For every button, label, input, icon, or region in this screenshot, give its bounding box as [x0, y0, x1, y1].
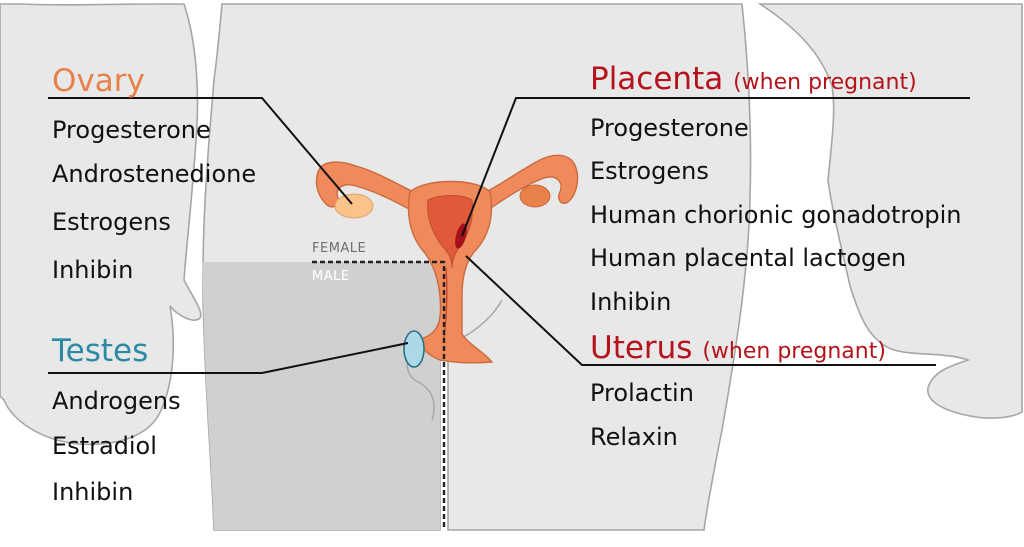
female-label: FEMALE	[312, 241, 367, 256]
testes-leader-line	[48, 342, 409, 374]
placenta-qualifier: (when pregnant)	[733, 70, 917, 95]
placenta-hormone: Progesterone	[590, 114, 749, 142]
placenta-hormone: Human chorionic gonadotropin	[590, 201, 962, 229]
uterus-leader-line	[465, 255, 936, 366]
uterus-name: Uterus	[590, 330, 693, 366]
ovary-left	[334, 193, 374, 219]
placenta-title: Placenta (when pregnant)	[590, 64, 917, 95]
testis	[403, 330, 425, 368]
placenta-name: Placenta	[590, 61, 724, 97]
uterus-hormone: Prolactin	[590, 379, 694, 407]
female-male-divider	[312, 260, 446, 530]
ovary-hormone: Estrogens	[52, 208, 171, 236]
placenta-hormone: Estrogens	[590, 157, 709, 185]
ovary-hormone: Progesterone	[52, 116, 211, 144]
placenta-hormone: Inhibin	[590, 288, 672, 316]
uterus-cavity	[427, 195, 473, 269]
testes-hormone: Inhibin	[52, 478, 134, 506]
male-label: MALE	[312, 269, 350, 284]
uterus-organ	[407, 180, 494, 364]
ovary-hormone: Androstenedione	[52, 160, 257, 188]
testes-title: Testes	[52, 333, 149, 369]
uterus-title: Uterus (when pregnant)	[590, 333, 886, 364]
leg-crease	[461, 299, 503, 339]
ovary-right	[519, 184, 551, 208]
fallopian-tube-left	[315, 161, 423, 216]
placenta-leader-line	[461, 97, 970, 237]
ovary-leader-line	[48, 97, 353, 205]
fallopian-tube-right	[477, 154, 579, 216]
placenta-hormone: Human placental lactogen	[590, 244, 907, 272]
left-hand-silhouette	[0, 3, 202, 446]
male-region	[202, 262, 440, 530]
uterus-hormone: Relaxin	[590, 423, 678, 451]
ovary-hormone: Inhibin	[52, 256, 134, 284]
uterus-qualifier: (when pregnant)	[702, 339, 886, 364]
ovary-title: Ovary	[52, 63, 145, 99]
testes-hormone: Androgens	[52, 387, 181, 415]
testes-hormone: Estradiol	[52, 432, 157, 460]
